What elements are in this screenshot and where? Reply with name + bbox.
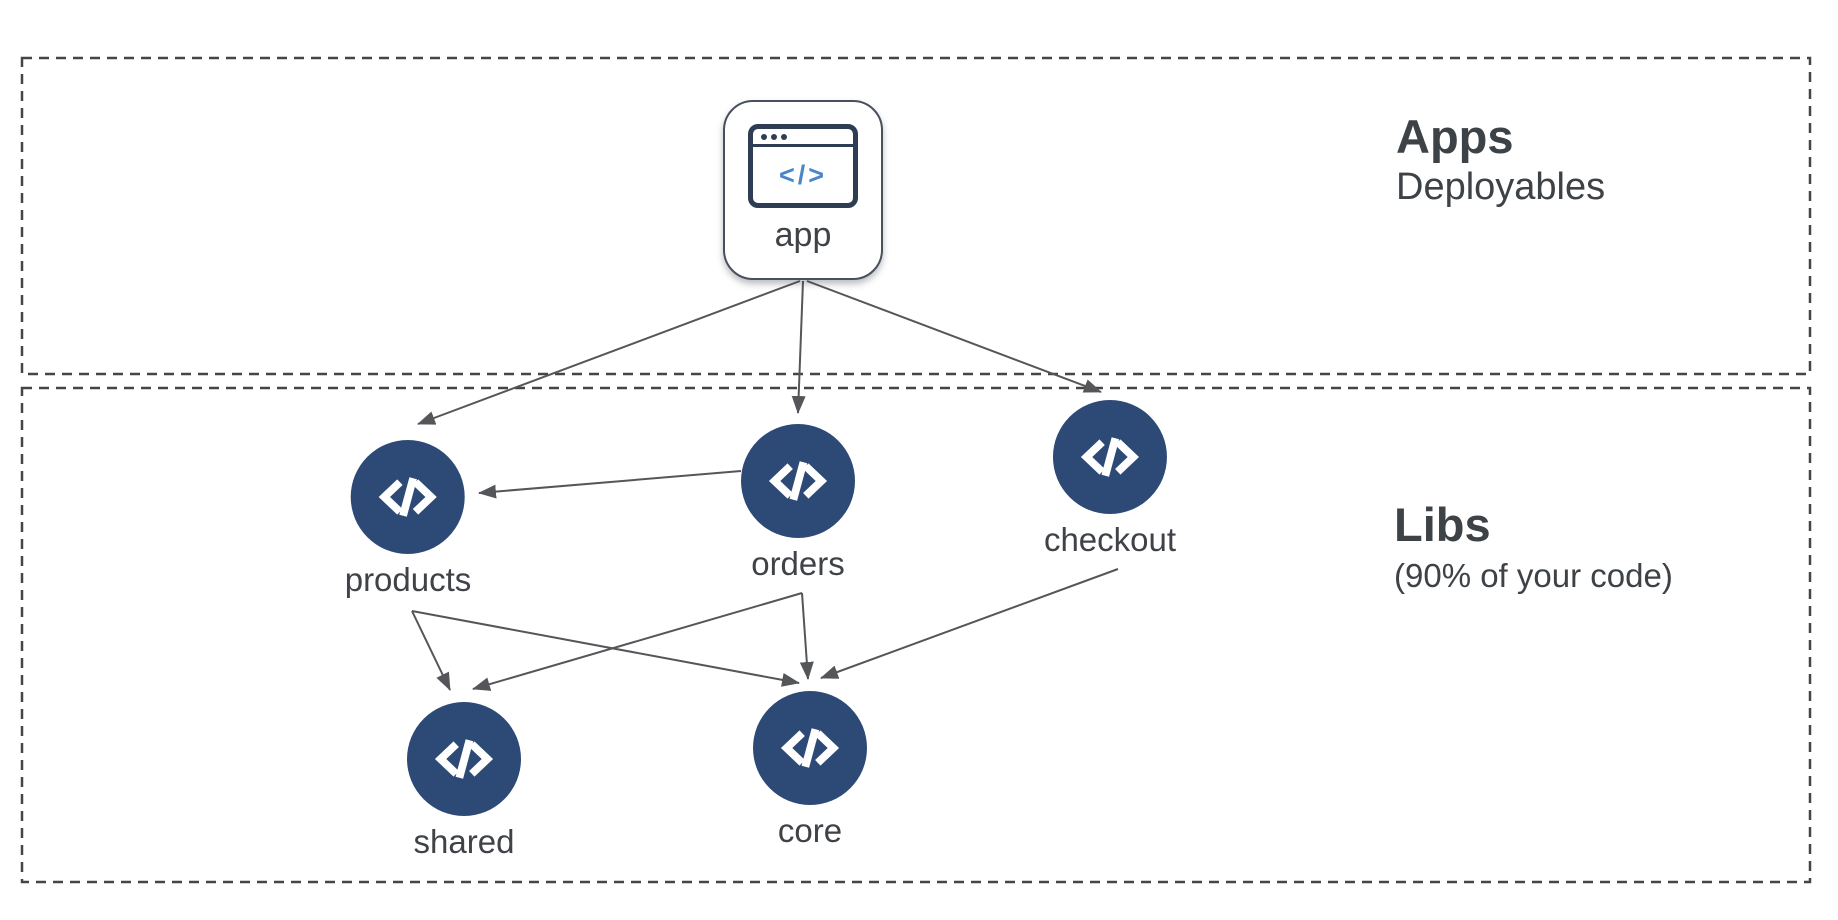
edge-app-to-products — [417, 280, 801, 425]
apps-section-box — [20, 56, 1812, 376]
code-icon — [350, 440, 465, 554]
node-label: app — [774, 216, 832, 254]
edge-products-to-shared — [411, 610, 451, 691]
apps-section-label: Apps Deployables — [1396, 112, 1605, 208]
code-icon-glyph — [434, 739, 494, 779]
code-icon-glyph — [780, 728, 840, 768]
node-label: shared — [413, 823, 515, 860]
edge-orders-to-core — [799, 592, 814, 680]
browser-dot — [761, 134, 767, 140]
code-icon — [741, 424, 855, 538]
code-icon — [1053, 400, 1167, 514]
edge-app-to-checkout — [806, 280, 1102, 393]
node-app: </> app — [723, 100, 883, 280]
libs-section-title: Libs — [1394, 498, 1491, 551]
code-icon-glyph — [1080, 437, 1140, 477]
node-checkout: checkout — [1044, 400, 1176, 556]
browser-dot — [771, 134, 777, 140]
node-label: orders — [751, 545, 845, 582]
browser-dot — [781, 134, 787, 140]
apps-section-subtitle: Deployables — [1396, 166, 1606, 209]
node-label: core — [777, 812, 843, 849]
node-products: products — [344, 440, 472, 598]
browser-chrome — [753, 129, 853, 147]
code-icon-glyph — [378, 477, 438, 517]
edge-app-to-orders — [791, 280, 806, 414]
code-icon — [753, 691, 867, 805]
libs-section-box — [20, 386, 1812, 884]
node-shared: shared — [407, 702, 521, 858]
node-label: products — [344, 561, 472, 598]
edge-orders-to-products — [478, 470, 742, 499]
node-orders: orders — [741, 424, 855, 580]
browser-content: </> — [753, 147, 853, 203]
libs-section-subtitle: (90% of your code) — [1394, 557, 1673, 595]
browser-code-icon: </> — [748, 124, 858, 208]
apps-section-title: Apps — [1396, 110, 1514, 163]
edge-orders-to-shared — [472, 592, 803, 691]
code-icon-glyph — [768, 461, 828, 501]
libs-section-label: Libs (90% of your code) — [1394, 500, 1673, 594]
edge-checkout-to-core — [820, 568, 1119, 679]
node-label: checkout — [1043, 521, 1177, 558]
node-core: core — [753, 691, 867, 847]
code-icon — [407, 702, 521, 816]
code-glyph: </> — [778, 159, 828, 190]
edge-products-to-core — [411, 610, 800, 687]
